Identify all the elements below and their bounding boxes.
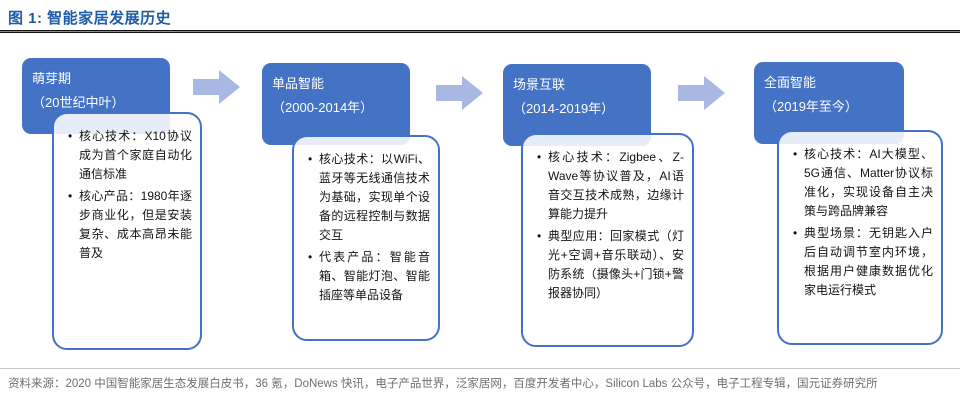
bullet-item: 核心技术：AI大模型、5G通信、Matter协议标准化，实现设备自主决策与跨品牌… [793, 145, 933, 221]
stage-name: 全面智能 [764, 75, 817, 90]
source-note: 资料来源：2020 中国智能家居生态发展白皮书，36 氪，DoNews 快讯，电… [8, 378, 878, 390]
bullet-item: 核心技术：Zigbee、Z-Wave等协议普及，AI语音交互技术成熟，边缘计算能… [537, 148, 684, 224]
stage-content-box-4: 核心技术：AI大模型、5G通信、Matter协议标准化，实现设备自主决策与跨品牌… [777, 130, 943, 345]
stage-name: 单品智能 [272, 76, 325, 91]
bullet-list: 核心技术：Zigbee、Z-Wave等协议普及，AI语音交互技术成熟，边缘计算能… [531, 148, 686, 303]
stage-content-box-1: 核心技术：X10协议成为首个家庭自动化通信标准 核心产品：1980年逐步商业化，… [52, 112, 202, 350]
bullet-item: 代表产品：智能音箱、智能灯泡、智能插座等单品设备 [308, 248, 430, 305]
bullet-item: 核心技术：X10协议成为首个家庭自动化通信标准 [68, 127, 192, 184]
stage-name: 场景互联 [513, 77, 566, 92]
stage-header-2: 单品智能 （2000-2014年） [262, 63, 410, 145]
stage-period: （2014-2019年） [513, 101, 615, 117]
bullet-item: 典型应用：回家模式（灯光+空调+音乐联动）、安防系统（摄像头+门锁+警报器协同） [537, 227, 684, 303]
stage-period: （2019年至今） [764, 99, 858, 115]
flow-arrow-icon [193, 70, 240, 104]
stage-name: 萌芽期 [32, 71, 72, 86]
bullet-item: 核心产品：1980年逐步商业化，但是安装复杂、成本高昂未能普及 [68, 187, 192, 263]
stage-content-box-3: 核心技术：Zigbee、Z-Wave等协议普及，AI语音交互技术成熟，边缘计算能… [521, 133, 694, 347]
stage-period: （20世纪中叶） [32, 95, 125, 111]
bullet-list: 核心技术：AI大模型、5G通信、Matter协议标准化，实现设备自主决策与跨品牌… [787, 145, 935, 300]
stage-header-3: 场景互联 （2014-2019年） [503, 64, 651, 146]
bullet-list: 核心技术：以WiFi、蓝牙等无线通信技术为基础，实现单个设备的远程控制与数据交互… [302, 150, 432, 305]
title-divider [0, 30, 960, 33]
flow-arrow-icon [436, 76, 483, 110]
stage-content-box-2: 核心技术：以WiFi、蓝牙等无线通信技术为基础，实现单个设备的远程控制与数据交互… [292, 135, 440, 341]
bullet-item: 典型场景：无钥匙入户后自动调节室内环境，根据用户健康数据优化家电运行模式 [793, 224, 933, 300]
flow-arrow-icon [678, 76, 725, 110]
source-divider [0, 368, 960, 369]
bullet-list: 核心技术：X10协议成为首个家庭自动化通信标准 核心产品：1980年逐步商业化，… [62, 127, 194, 263]
stage-period: （2000-2014年） [272, 100, 374, 116]
figure-title: 图 1: 智能家居发展历史 [8, 10, 172, 27]
bullet-item: 核心技术：以WiFi、蓝牙等无线通信技术为基础，实现单个设备的远程控制与数据交互 [308, 150, 430, 245]
